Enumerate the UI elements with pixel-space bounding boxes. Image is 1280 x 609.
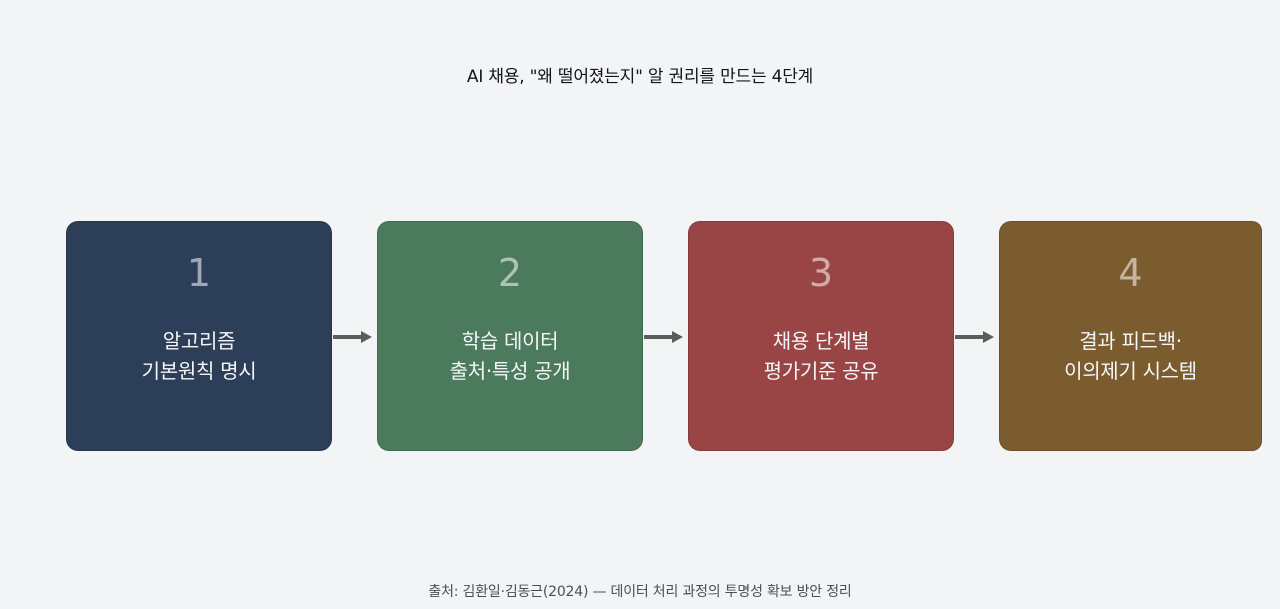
step-label-line-1: 결과 피드백· bbox=[1079, 329, 1182, 353]
step-label: 알고리즘 기본원칙 명시 bbox=[67, 326, 331, 386]
arrow-right-icon bbox=[955, 331, 994, 343]
step-label: 학습 데이터 출처·특성 공개 bbox=[378, 326, 642, 386]
arrow-right-icon bbox=[333, 331, 372, 343]
step-number: 2 bbox=[497, 251, 523, 295]
step-card-3: 3 채용 단계별 평가기준 공유 bbox=[688, 221, 954, 451]
arrow-right-icon bbox=[644, 331, 683, 343]
step-label-line-1: 알고리즘 bbox=[162, 329, 236, 353]
step-card-1: 1 알고리즘 기본원칙 명시 bbox=[66, 221, 332, 451]
step-card-4: 4 결과 피드백· 이의제기 시스템 bbox=[999, 221, 1262, 451]
step-number: 1 bbox=[186, 251, 212, 295]
step-number: 3 bbox=[808, 251, 834, 295]
step-card-2: 2 학습 데이터 출처·특성 공개 bbox=[377, 221, 643, 451]
step-label-line-1: 학습 데이터 bbox=[461, 329, 559, 353]
source-caption: 출처: 김환일·김동근(2024) — 데이터 처리 과정의 투명성 확보 방안… bbox=[428, 584, 852, 600]
step-label-line-2: 출처·특성 공개 bbox=[449, 359, 571, 383]
step-number: 4 bbox=[1118, 251, 1143, 295]
step-label-line-2: 기본원칙 명시 bbox=[141, 359, 257, 383]
step-label: 결과 피드백· 이의제기 시스템 bbox=[1000, 326, 1261, 386]
step-label: 채용 단계별 평가기준 공유 bbox=[689, 326, 953, 386]
step-label-line-2: 이의제기 시스템 bbox=[1064, 359, 1197, 383]
step-label-line-1: 채용 단계별 bbox=[772, 329, 870, 353]
step-label-line-2: 평가기준 공유 bbox=[763, 359, 879, 383]
diagram-title: AI 채용, "왜 떨어졌는지" 알 권리를 만드는 4단계 bbox=[466, 67, 814, 87]
